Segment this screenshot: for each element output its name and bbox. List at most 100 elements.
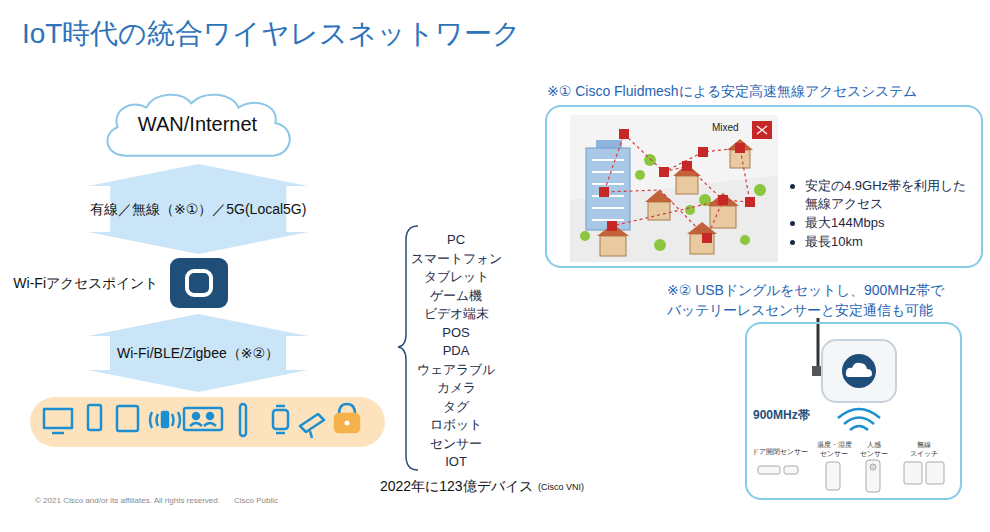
device-type-label: ビデオ端末 bbox=[424, 305, 489, 323]
device-icons bbox=[150, 412, 180, 428]
sensor-illustration bbox=[758, 466, 780, 474]
sensor-illustration bbox=[926, 462, 944, 484]
fluidmesh-illustration bbox=[690, 234, 714, 254]
label: Wi-Fi/BLE/Zigbee（※②） bbox=[117, 344, 279, 362]
device-icons bbox=[276, 405, 285, 408]
fluidmesh-illustration bbox=[752, 121, 772, 139]
node-heading: ※① Cisco Fluidmeshによる安定高速無線アクセスシステム bbox=[547, 81, 917, 101]
fluidmesh-illustration bbox=[682, 161, 692, 171]
bullet-item: 最長10km bbox=[790, 233, 975, 251]
device-icons bbox=[339, 404, 355, 414]
sensor-illustration bbox=[784, 466, 798, 474]
fluidmesh-illustration bbox=[600, 236, 626, 256]
device-band bbox=[30, 397, 385, 447]
sensor-label: 温度・湿度 センサー bbox=[813, 440, 855, 458]
sensor-label: ドア開閉センサー bbox=[752, 447, 808, 456]
double-arrow bbox=[88, 314, 308, 392]
fluidmesh-illustration bbox=[599, 187, 609, 197]
device-type-label: POS bbox=[442, 324, 469, 342]
device-icons bbox=[310, 431, 312, 438]
device-icons bbox=[190, 423, 216, 426]
bullet-dot bbox=[790, 184, 795, 189]
fluidmesh-illustration bbox=[698, 147, 708, 157]
device-icons bbox=[345, 421, 350, 426]
fluidmesh-illustration bbox=[654, 239, 666, 251]
device-icons bbox=[52, 432, 64, 435]
double-arrow bbox=[88, 314, 308, 392]
fluidmesh-illustration bbox=[707, 193, 739, 206]
device-icons bbox=[88, 405, 101, 430]
device-type-label: タブレット bbox=[424, 268, 489, 286]
cloud-node: WAN/Internet bbox=[95, 88, 300, 160]
fluidmesh-illustration bbox=[710, 206, 736, 228]
label: (Cisco VNI) bbox=[538, 481, 584, 493]
sensor-illustration bbox=[758, 460, 944, 492]
fluidmesh-illustration bbox=[635, 170, 645, 180]
label: Mixed bbox=[712, 121, 739, 134]
label: 2022年に123億デバイス bbox=[380, 477, 533, 495]
bullet-item: 安定の4.9GHz帯を利用した無線アクセス bbox=[790, 177, 975, 213]
fluidmesh-illustration bbox=[659, 167, 669, 177]
node-text: 900MHz帯 bbox=[753, 408, 810, 424]
fluidmesh-panel: 安定の4.9GHz帯を利用した無線アクセス最大144Mbps最長10km※① C… bbox=[545, 105, 983, 268]
access-point-icon bbox=[187, 271, 211, 295]
device-icons bbox=[117, 406, 138, 431]
fluidmesh-illustration bbox=[648, 202, 670, 220]
gateway-illustration bbox=[842, 354, 876, 388]
device-icons bbox=[273, 410, 288, 429]
dongle-panel: ※② USBドングルをセットし、900MHz帯で バッテリーレスセンサーと安定通… bbox=[745, 322, 962, 500]
fluidmesh-illustration bbox=[754, 184, 766, 196]
sensor-illustration bbox=[866, 460, 880, 492]
fluidmesh-illustration bbox=[735, 143, 745, 153]
sensor-label: 人感 センサー bbox=[853, 440, 895, 458]
fluidmesh-illustration bbox=[570, 115, 778, 262]
node-text: 最大144Mbps bbox=[805, 214, 884, 232]
page-title: IoT時代の統合ワイヤレスネットワーク bbox=[22, 16, 521, 52]
fluidmesh-illustration bbox=[740, 235, 750, 245]
device-type-label: ウェアラブル bbox=[417, 361, 495, 379]
device-icons bbox=[240, 404, 246, 436]
double-arrow-connector bbox=[88, 164, 308, 254]
gateway-illustration bbox=[846, 363, 872, 377]
gateway-illustration bbox=[822, 340, 896, 402]
fluidmesh-illustration bbox=[687, 222, 717, 234]
sensor-label: 無線 スイッチ bbox=[903, 440, 945, 458]
copyright-note: © 2021 Cisco and/or its affiliates. All … bbox=[35, 496, 220, 506]
edge-label: 有線／無線（※①）／5G(Local5G) bbox=[90, 200, 306, 218]
device-type-label: タグ bbox=[443, 398, 469, 416]
node-heading: Wi-Fiアクセスポイント bbox=[13, 274, 158, 292]
device-type-label: PC bbox=[447, 231, 465, 249]
fluidmesh-illustration bbox=[718, 195, 728, 205]
gateway-illustration bbox=[817, 318, 820, 372]
device-icons bbox=[44, 409, 72, 428]
device-icons bbox=[335, 414, 359, 432]
fluidmesh-illustration bbox=[586, 148, 630, 230]
node-text: 安定の4.9GHz帯を利用した無線アクセス bbox=[805, 177, 975, 213]
node-text: 最長10km bbox=[805, 233, 863, 251]
device-icons bbox=[207, 413, 213, 419]
device-type-label: センサー bbox=[430, 435, 482, 453]
sensor-illustration bbox=[826, 462, 840, 490]
fluidmesh-illustration bbox=[570, 115, 778, 262]
device-type-label: ゲーム機 bbox=[430, 287, 482, 305]
access-point-node: Wi-Fiアクセスポイント bbox=[170, 258, 228, 308]
device-icons bbox=[162, 412, 168, 427]
fluidmesh-illustration bbox=[757, 126, 767, 134]
bullet-item: 最大144Mbps bbox=[790, 214, 975, 232]
bullet-dot bbox=[790, 221, 795, 226]
node-heading: ※② USBドングルをセットし、900MHz帯で バッテリーレスセンサーと安定通… bbox=[667, 280, 972, 320]
bullet-dot bbox=[790, 240, 795, 245]
bullet-list: 安定の4.9GHz帯を利用した無線アクセス最大144Mbps最長10km bbox=[790, 177, 975, 251]
device-icons bbox=[193, 413, 199, 419]
node-heading: WAN/Internet bbox=[95, 111, 300, 137]
access-point-icon bbox=[170, 258, 228, 308]
fluidmesh-illustration bbox=[619, 129, 629, 139]
device-type-label: PDA bbox=[443, 342, 470, 360]
device-type-label: スマートフォン bbox=[411, 250, 502, 268]
device-icons bbox=[300, 414, 324, 432]
fluidmesh-illustration bbox=[580, 231, 590, 241]
device-type-label: カメラ bbox=[437, 379, 476, 397]
fluidmesh-illustration bbox=[612, 166, 723, 226]
fluidmesh-illustration bbox=[676, 176, 698, 194]
